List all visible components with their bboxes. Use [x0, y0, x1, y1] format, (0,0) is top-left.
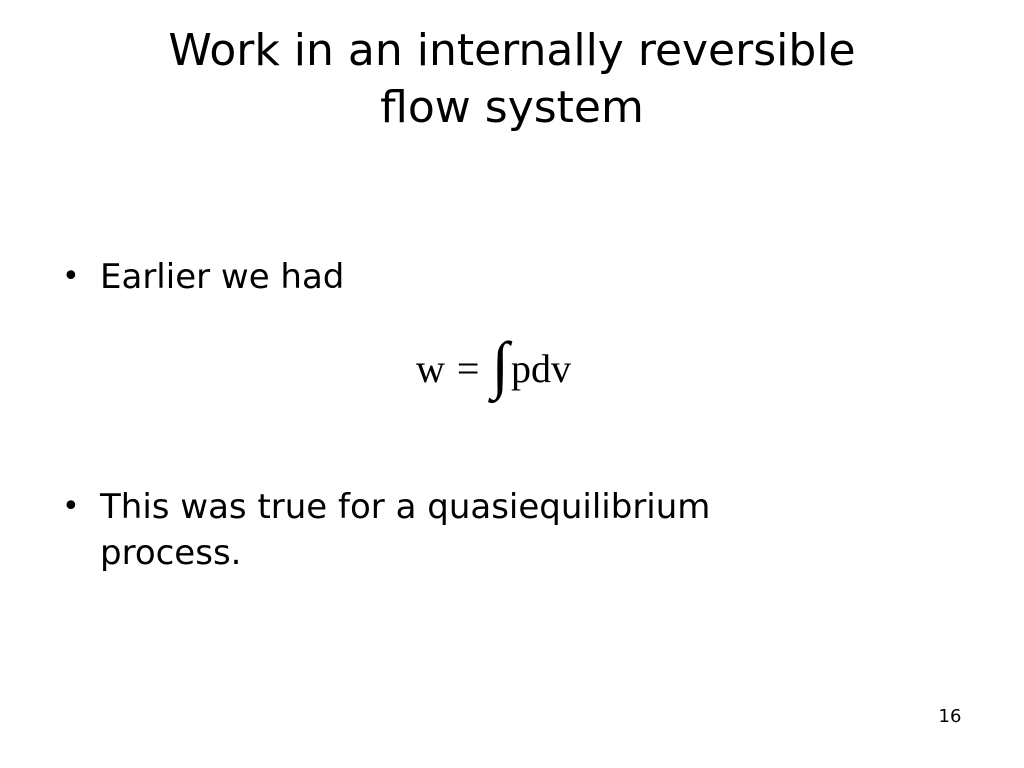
slide-number: 16 — [938, 706, 962, 727]
bullet-marker: • — [62, 259, 80, 294]
bullet-marker: • — [62, 489, 80, 524]
equation-rhs: pdv — [510, 346, 571, 391]
bullet-item: • This was true for a quasiequilibrium p… — [62, 484, 862, 576]
slide-title-line-1: Work in an internally reversible — [168, 25, 856, 76]
slide-title: Work in an internally reversible flow sy… — [60, 22, 964, 136]
equation-lhs: w — [416, 346, 445, 391]
integral-symbol: ∫ — [491, 329, 509, 400]
bullet-item: • Earlier we had — [62, 254, 662, 300]
slide-title-line-2: flow system — [380, 82, 644, 133]
bullet-text: Earlier we had — [100, 257, 345, 297]
work-equation: w=∫pdv — [416, 329, 571, 405]
bullet-text: This was true for a quasiequilibrium pro… — [100, 487, 711, 573]
equation-equals: = — [456, 346, 480, 391]
